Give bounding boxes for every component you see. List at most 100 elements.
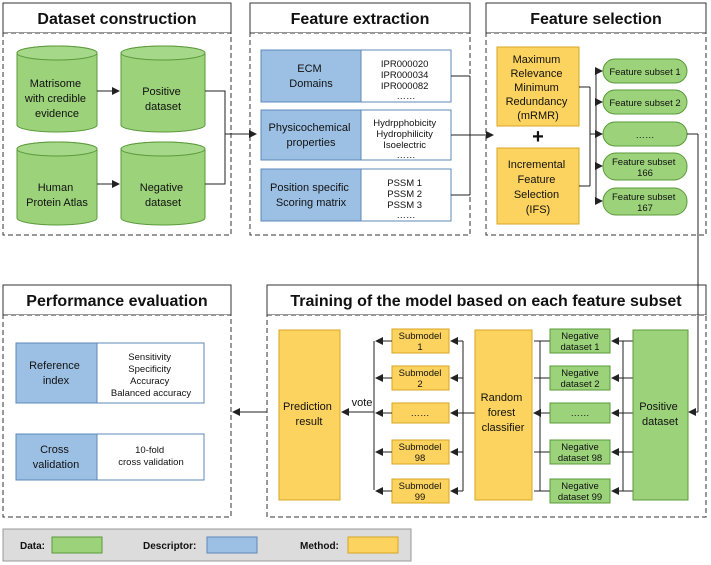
dataset-label: dataset 98 bbox=[558, 453, 602, 464]
svg-text:Positive dataset: Positive dataset bbox=[639, 401, 681, 428]
training-positive-dataset: Positive dataset bbox=[632, 329, 689, 501]
subset-label: Feature subset 1 bbox=[609, 67, 680, 78]
method-label: Maximum bbox=[513, 54, 561, 66]
feature-subset-167: Feature subset 167 bbox=[602, 187, 688, 216]
svg-text:Maximum Relevance: Maximum Relevance Minimum Redundancy (mR… bbox=[506, 54, 571, 122]
submodel-label: Submodel bbox=[399, 442, 442, 453]
dataset-label: dataset 1 bbox=[560, 342, 599, 353]
section-title: Dataset construction bbox=[37, 11, 196, 28]
svg-text:IPR000020 IPR000034: IPR000020 IPR000034 IPR000082 …… bbox=[381, 59, 431, 102]
descriptor-label: Scoring matrix bbox=[276, 197, 347, 209]
svg-text:Reference index: Reference index bbox=[29, 360, 83, 387]
descriptor-item: Isoelectric bbox=[383, 140, 426, 151]
descriptor-label: Physicochemical bbox=[269, 122, 351, 134]
descriptor-item: IPR000034 bbox=[381, 70, 429, 81]
dataset-label: dataset bbox=[642, 416, 678, 428]
metric-item: 10-fold bbox=[135, 445, 164, 456]
metric-item: cross validation bbox=[118, 457, 183, 468]
feature-subset-166: Feature subset 166 bbox=[602, 152, 688, 181]
metric-item: Balanced accuracy bbox=[111, 388, 192, 399]
svg-text:Random forest clas: Random forest classifier bbox=[481, 392, 526, 434]
dataset-label: Negative bbox=[561, 481, 599, 492]
submodel-label: 2 bbox=[417, 379, 422, 390]
svg-text:Feature subset 167: Feature subset 167 bbox=[612, 192, 678, 214]
metric-item: Sensitivity bbox=[128, 352, 171, 363]
svg-text:Prediction result: Prediction result bbox=[283, 401, 335, 428]
cylinder-label: Negative bbox=[140, 182, 183, 194]
connector bbox=[205, 90, 226, 134]
section-title: Feature extraction bbox=[291, 11, 430, 28]
dataset-label: Positive bbox=[639, 401, 678, 413]
feature-ecm-domains: ECM Domains IPR000020 IPR000034 IPR00008… bbox=[260, 49, 452, 103]
submodel-label: 99 bbox=[415, 492, 426, 503]
matrisome-cylinder: Matrisome with credible evidence bbox=[16, 45, 98, 133]
svg-text:Physicochemical properti: Physicochemical properties bbox=[269, 122, 354, 149]
random-forest-classifier: Random forest classifier bbox=[474, 329, 533, 501]
dataset-label: dataset 99 bbox=[558, 492, 602, 503]
svg-text:ECM Domains: ECM Domains bbox=[289, 63, 333, 90]
dataset-label: Negative bbox=[561, 442, 599, 453]
method-label: Random bbox=[481, 392, 523, 404]
svg-text:Negative dataset: Negative dataset bbox=[140, 182, 186, 209]
hpa-cylinder: Human Protein Atlas bbox=[16, 141, 98, 226]
descriptor-item: IPR000020 bbox=[381, 59, 429, 70]
dataset-label: Negative bbox=[561, 331, 599, 342]
svg-text:Incremental Feature: Incremental Feature Selection (IFS) bbox=[508, 159, 569, 216]
svg-text:Human Protein Atlas: Human Protein Atlas bbox=[26, 182, 88, 209]
legend-swatch-data bbox=[51, 536, 103, 554]
method-label: Minimum bbox=[514, 82, 559, 94]
svg-text:10-fold cross validation: 10-fold cross validation bbox=[118, 445, 183, 468]
subset-label: Feature subset bbox=[612, 157, 676, 168]
descriptor-item: …… bbox=[397, 210, 416, 221]
descriptor-item: PSSM 2 bbox=[387, 189, 422, 200]
feature-subset-1: Feature subset 1 bbox=[602, 58, 688, 84]
descriptor-item: …… bbox=[397, 91, 416, 102]
method-label: Incremental bbox=[508, 159, 565, 171]
positive-dataset-cylinder: Positive dataset bbox=[120, 45, 206, 133]
svg-text:Cross validation: Cross validation bbox=[33, 444, 79, 471]
method-label: Redundancy bbox=[506, 96, 568, 108]
method-label: forest bbox=[488, 407, 516, 419]
subset-label: Feature subset 2 bbox=[609, 98, 680, 109]
section-title: Training of the model based on each feat… bbox=[290, 293, 682, 310]
prediction-result-box: Prediction result bbox=[278, 329, 341, 501]
method-label: (mRMR) bbox=[517, 110, 559, 122]
descriptor-label: Cross bbox=[40, 444, 69, 456]
descriptor-label: Domains bbox=[289, 78, 333, 90]
descriptor-item: PSSM 3 bbox=[387, 200, 422, 211]
subset-label: 167 bbox=[637, 203, 653, 214]
vote-label: vote bbox=[352, 397, 373, 409]
legend-label: Data: bbox=[20, 541, 45, 552]
subset-label: Feature subset bbox=[612, 192, 676, 203]
cylinder-label: Protein Atlas bbox=[26, 197, 88, 209]
method-label: classifier bbox=[482, 422, 525, 434]
feature-pssm: Position specific Scoring matrix PSSM 1 … bbox=[260, 168, 452, 222]
metric-item: Accuracy bbox=[130, 376, 169, 387]
descriptor-label: validation bbox=[33, 459, 79, 471]
descriptor-item: IPR000082 bbox=[381, 81, 429, 92]
cylinder-label: Matrisome bbox=[30, 78, 81, 90]
legend-swatch-method bbox=[347, 536, 399, 554]
svg-text:Hydrpphobicity Hydrophil: Hydrpphobicity Hydrophilicity Isoelectri… bbox=[373, 118, 438, 161]
dataset-label: Negative bbox=[561, 368, 599, 379]
mrmr-method: Maximum Relevance Minimum Redundancy (mR… bbox=[496, 46, 580, 127]
descriptor-item: PSSM 1 bbox=[387, 178, 422, 189]
reference-index-box: Reference index Sensitivity Specificity … bbox=[15, 342, 205, 404]
svg-text:Position specific Scorin: Position specific Scoring matrix bbox=[270, 182, 352, 209]
cylinder-label: with credible bbox=[24, 93, 86, 105]
legend: Data: Descriptor: Method: bbox=[2, 528, 412, 562]
legend-label: Method: bbox=[300, 541, 339, 552]
cylinder-label: dataset bbox=[145, 101, 181, 113]
submodel-label: Submodel bbox=[399, 331, 442, 342]
dataset-label: dataset 2 bbox=[560, 379, 599, 390]
